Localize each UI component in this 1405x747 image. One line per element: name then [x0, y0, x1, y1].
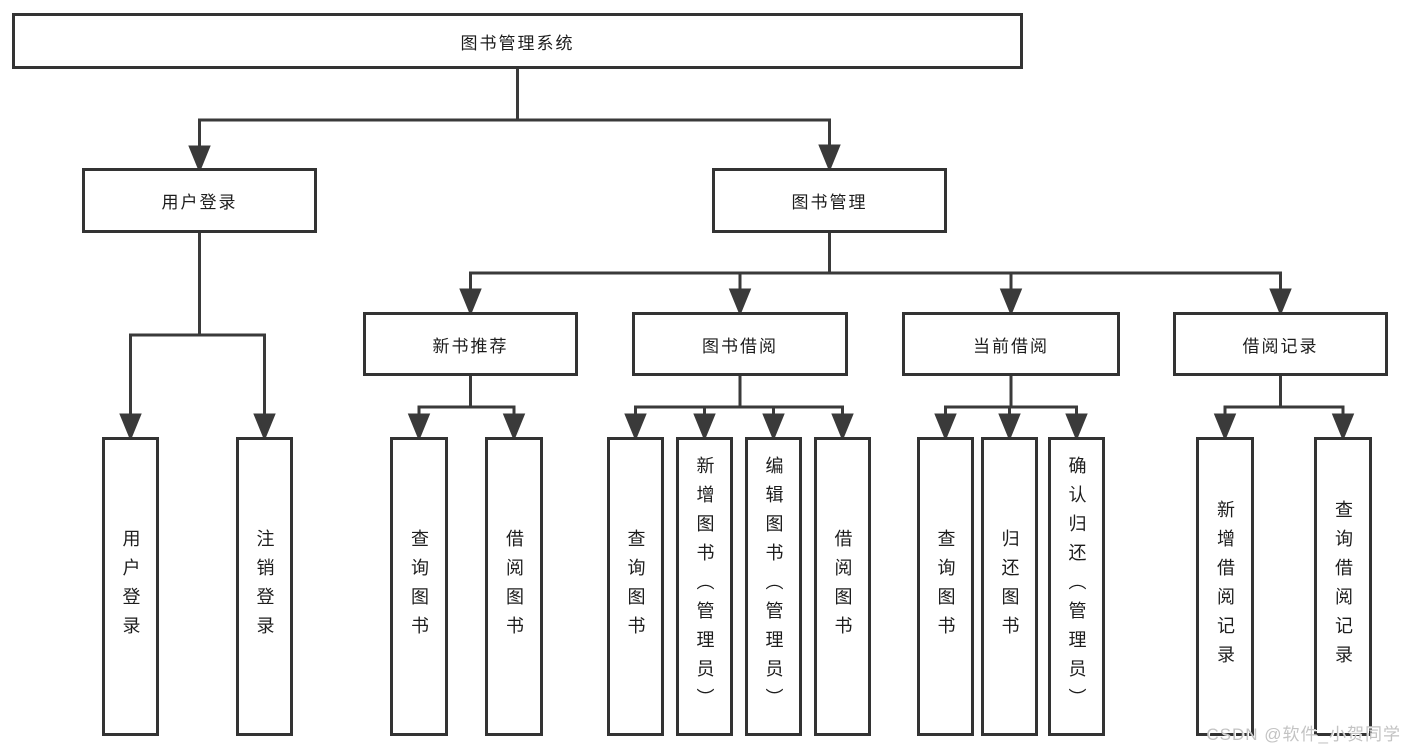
leaf-confirm-return-admin-label: 确认归还（管理员）: [1066, 456, 1087, 717]
connector-current-borrowing-to-leaves: [934, 376, 1088, 441]
leaf-add-books-admin-label: 新增图书（管理员）: [694, 456, 715, 717]
node-root-label: 图书管理系统: [460, 33, 575, 53]
leaf-user-login-label: 用户登录: [120, 528, 141, 645]
connector-borrowing-records-to-leaves: [1213, 376, 1355, 441]
leaf-return-books-label: 归还图书: [999, 528, 1020, 645]
leaf-add-books-admin: 新增图书（管理员）: [676, 437, 733, 736]
leaf-query-borrow-record-label: 查询借阅记录: [1333, 499, 1353, 674]
node-borrowing-records-label: 借阅记录: [1242, 336, 1319, 356]
leaf-query-books-1-label: 查询图书: [409, 528, 429, 645]
leaf-query-books-3-label: 查询图书: [935, 528, 956, 645]
leaf-query-borrow-record: 查询借阅记录: [1314, 437, 1372, 736]
csdn-watermark: CSDN @软件_小贺同学: [1206, 725, 1401, 744]
leaf-query-books-1: 查询图书: [390, 437, 448, 736]
leaf-query-books-2-label: 查询图书: [625, 528, 646, 645]
node-new-book-recommend: 新书推荐: [363, 312, 578, 376]
leaf-borrow-books-1: 借阅图书: [485, 437, 543, 736]
node-book-management-label: 图书管理: [791, 193, 868, 212]
node-borrowing-records: 借阅记录: [1173, 312, 1388, 376]
leaf-confirm-return-admin: 确认归还（管理员）: [1048, 437, 1105, 736]
leaf-logout: 注销登录: [236, 437, 293, 736]
leaf-query-books-3: 查询图书: [917, 437, 974, 736]
node-current-borrowing: 当前借阅: [902, 312, 1120, 376]
leaf-add-borrow-record: 新增借阅记录: [1196, 437, 1254, 736]
node-current-borrowing-label: 当前借阅: [973, 336, 1049, 356]
connector-book-borrowing-to-leaves: [624, 376, 854, 441]
node-user-login: 用户登录: [82, 168, 317, 233]
leaf-edit-books-admin: 编辑图书（管理员）: [745, 437, 802, 736]
connector-book-management-to-level3: [459, 233, 1292, 316]
node-book-management: 图书管理: [712, 168, 947, 233]
leaf-borrow-books-2-label: 借阅图书: [832, 528, 853, 645]
leaf-borrow-books-2: 借阅图书: [814, 437, 871, 736]
leaf-borrow-books-1-label: 借阅图书: [504, 528, 524, 645]
leaf-logout-label: 注销登录: [254, 528, 275, 645]
node-root: 图书管理系统: [12, 13, 1023, 69]
connector-root-to-level2: [188, 69, 841, 173]
leaf-return-books: 归还图书: [981, 437, 1038, 736]
leaf-user-login: 用户登录: [102, 437, 159, 736]
node-user-login-label: 用户登录: [161, 193, 238, 212]
leaf-edit-books-admin-label: 编辑图书（管理员）: [763, 456, 784, 717]
node-new-book-recommend-label: 新书推荐: [432, 336, 509, 356]
leaf-query-books-2: 查询图书: [607, 437, 664, 736]
connector-new-book-recommend-to-leaves: [407, 376, 526, 441]
node-book-borrowing: 图书借阅: [632, 312, 848, 376]
leaf-add-borrow-record-label: 新增借阅记录: [1215, 499, 1235, 674]
connector-user-login-to-leaves: [119, 233, 276, 441]
node-book-borrowing-label: 图书借阅: [702, 336, 778, 356]
